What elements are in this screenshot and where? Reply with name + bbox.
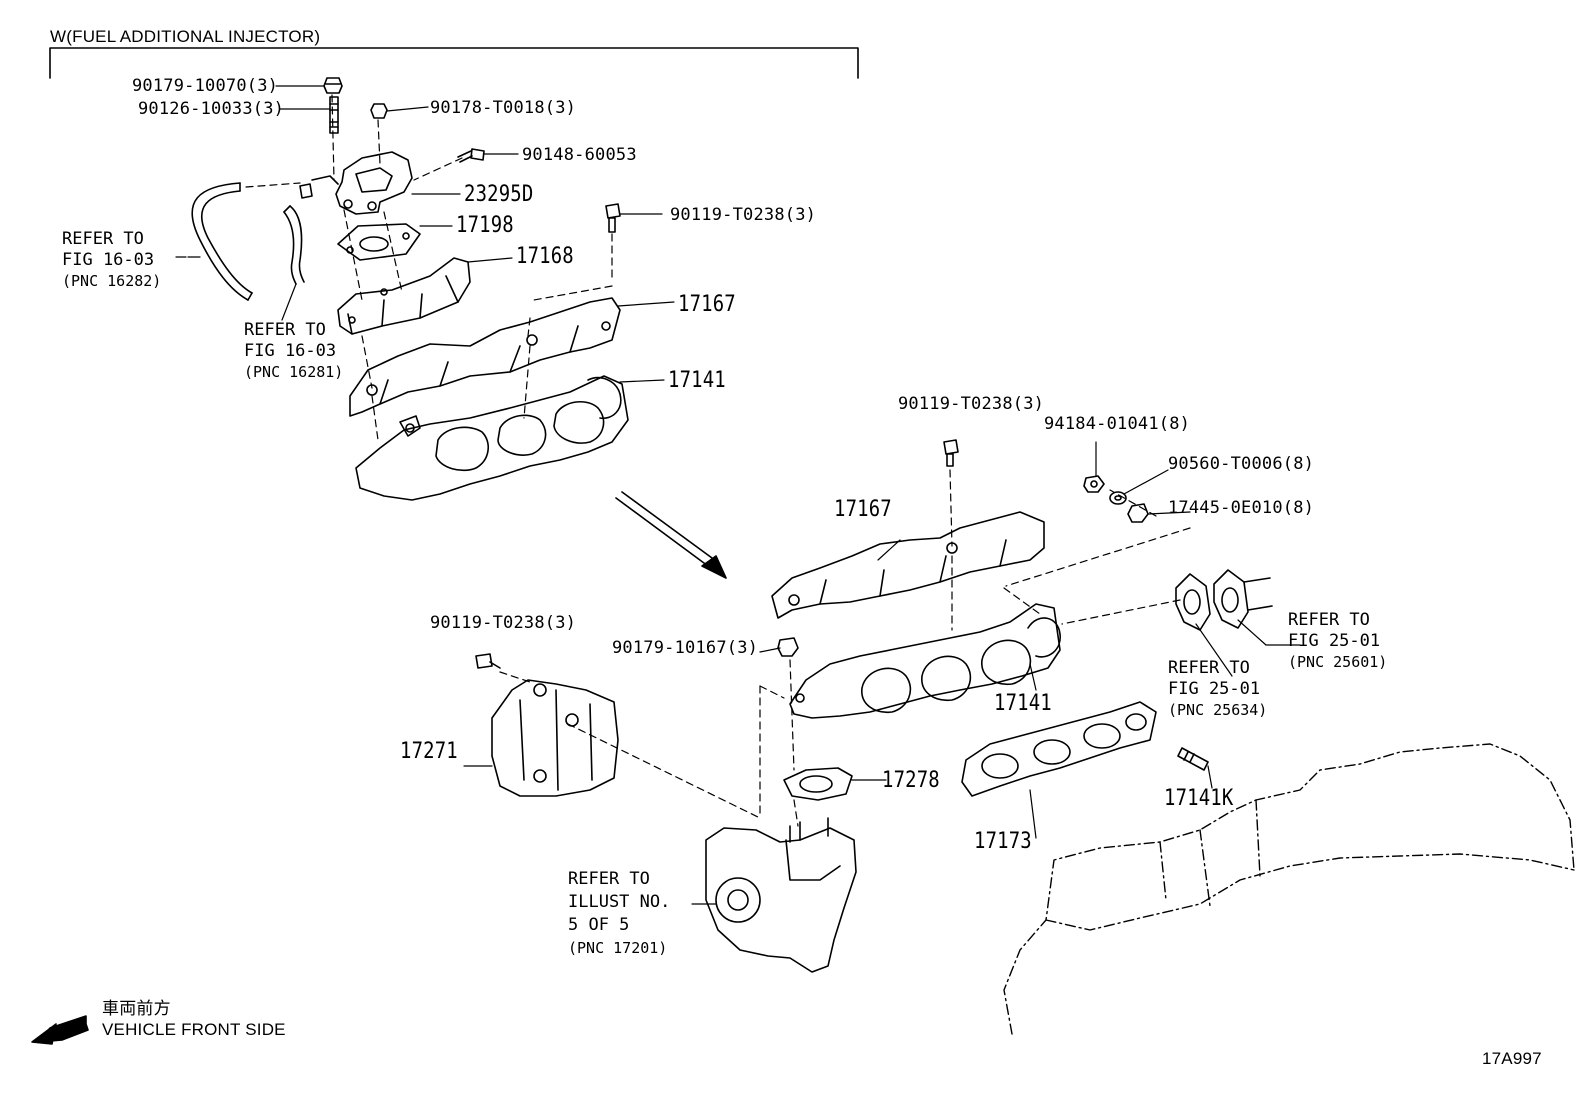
- part-number-17168[interactable]: 17168: [516, 244, 574, 269]
- insulator-17168-icon: [337, 257, 471, 335]
- nut-90179-10167-icon: [777, 637, 799, 657]
- engine-block-icon: [1003, 743, 1575, 1035]
- part-number-90119-T0238-left[interactable]: 90119-T0238(3): [430, 613, 577, 633]
- part-number-90179-10070[interactable]: 90179-10070(3): [132, 76, 279, 96]
- illustration-id: 17A997: [1482, 1049, 1542, 1068]
- part-number-17271[interactable]: 17271: [400, 739, 458, 764]
- reference-pnc: (PNC 25634): [1168, 701, 1268, 719]
- washer-90560-T0006-icon: [1109, 491, 1127, 505]
- part-number-90179-10167[interactable]: 90179-10167(3): [612, 638, 759, 658]
- gasket-25601-icon: [1213, 569, 1273, 629]
- reference-line-2: FIG 16-03: [244, 341, 337, 361]
- reference-line-2: FIG 16-03: [62, 250, 155, 270]
- reference-line-3: 5 OF 5: [568, 915, 630, 935]
- upper-leaders: [175, 85, 675, 383]
- part-number-17141K[interactable]: 17141K: [1164, 786, 1234, 811]
- gasket-17173-icon: [961, 701, 1157, 797]
- reference-line-1: REFER TO: [62, 229, 144, 249]
- reference-fig-16-03-pnc-16282[interactable]: REFER TO FIG 16-03 (PNC 16282): [62, 229, 161, 292]
- stud-90126-10033-icon: [329, 96, 339, 134]
- reference-fig-25-01-pnc-25634[interactable]: REFER TO FIG 25-01 (PNC 25634): [1168, 658, 1267, 721]
- reference-line-1: REFER TO: [568, 869, 650, 889]
- direction-arrow-icon: [615, 491, 727, 579]
- reference-pnc: (PNC 17201): [568, 939, 668, 957]
- reference-line-2: ILLUST NO.: [568, 892, 671, 912]
- variant-label: W(FUEL ADDITIONAL INJECTOR): [50, 27, 321, 46]
- insulator-17271-icon: [491, 679, 619, 797]
- insulator-17167-lower-icon: [771, 511, 1045, 619]
- reference-pnc: (PNC 16281): [244, 363, 344, 381]
- hose-16282-icon: [191, 182, 253, 301]
- nut-94184-01041-icon: [1083, 475, 1105, 493]
- reference-line-1: REFER TO: [1168, 658, 1250, 678]
- vehicle-front-label: VEHICLE FRONT SIDE: [102, 1020, 286, 1039]
- reference-pnc: (PNC 25601): [1288, 653, 1388, 671]
- bolt-90119-T0238-mid-icon: [943, 439, 959, 467]
- reference-line-1: REFER TO: [244, 320, 326, 340]
- part-number-90178-T0018[interactable]: 90178-T0018(3): [430, 98, 577, 118]
- gasket-25634-icon: [1175, 573, 1211, 631]
- bolt-90148-60053-icon: [457, 148, 485, 163]
- vehicle-front-arrow-icon: [31, 1015, 89, 1045]
- part-number-90148-60053[interactable]: 90148-60053: [522, 145, 637, 165]
- reference-fig-16-03-pnc-16281[interactable]: REFER TO FIG 16-03 (PNC 16281): [244, 320, 343, 383]
- gasket-17198-icon: [337, 223, 421, 261]
- part-number-17173[interactable]: 17173: [974, 829, 1032, 854]
- part-number-17167-upper[interactable]: 17167: [678, 292, 736, 317]
- part-number-17198[interactable]: 17198: [456, 213, 514, 238]
- lower-dashed-lines: [499, 469, 1191, 827]
- part-number-90119-T0238-upper[interactable]: 90119-T0238(3): [670, 205, 817, 225]
- exhaust-manifold-17141-lower-icon: [789, 603, 1061, 719]
- nut-90178-T0018-icon: [370, 103, 388, 119]
- part-number-23295D[interactable]: 23295D: [464, 182, 534, 207]
- variant-bracket: [49, 47, 859, 79]
- insulator-17167-upper-icon: [349, 297, 621, 417]
- reference-line-1: REFER TO: [1288, 610, 1370, 630]
- reference-line-2: FIG 25-01: [1168, 679, 1261, 699]
- stud-17141K-icon: [1177, 747, 1209, 771]
- reference-line-2: FIG 25-01: [1288, 631, 1381, 651]
- part-number-17141-upper[interactable]: 17141: [668, 368, 726, 393]
- fuel-injector-23295D-icon: [299, 151, 413, 215]
- reference-fig-25-01-pnc-25601[interactable]: REFER TO FIG 25-01 (PNC 25601): [1288, 610, 1387, 673]
- part-number-17141-lower[interactable]: 17141: [994, 691, 1052, 716]
- gasket-17278-icon: [783, 767, 853, 801]
- bolt-90119-T0238-left-icon: [475, 653, 501, 669]
- nut-90179-10070-icon: [323, 77, 343, 94]
- nut-17445-0E010-icon: [1127, 503, 1149, 523]
- part-number-90560-T0006[interactable]: 90560-T0006(8): [1168, 454, 1315, 474]
- bolt-90119-T0238-upper-icon: [605, 203, 621, 233]
- hose-16281-icon: [283, 205, 305, 285]
- part-number-90126-10033[interactable]: 90126-10033(3): [138, 99, 285, 119]
- vehicle-front-label-jp: 車両前方: [102, 999, 171, 1018]
- reference-pnc: (PNC 16282): [62, 272, 162, 290]
- lower-leaders: [463, 441, 1301, 905]
- reference-illust-5-of-5-pnc-17201[interactable]: REFER TO ILLUST NO. 5 OF 5 (PNC 17201): [568, 868, 670, 960]
- part-number-17445-0E010[interactable]: 17445-0E010(8): [1168, 498, 1315, 518]
- part-number-17278[interactable]: 17278: [882, 768, 940, 793]
- exhaust-manifold-17141-upper-icon: [355, 375, 629, 501]
- part-number-94184-01041[interactable]: 94184-01041(8): [1044, 414, 1191, 434]
- part-number-90119-T0238-mid[interactable]: 90119-T0238(3): [898, 394, 1045, 414]
- upper-dashed-lines: [245, 94, 613, 441]
- turbocharger-icon: [705, 817, 857, 973]
- part-number-17167-lower[interactable]: 17167: [834, 497, 892, 522]
